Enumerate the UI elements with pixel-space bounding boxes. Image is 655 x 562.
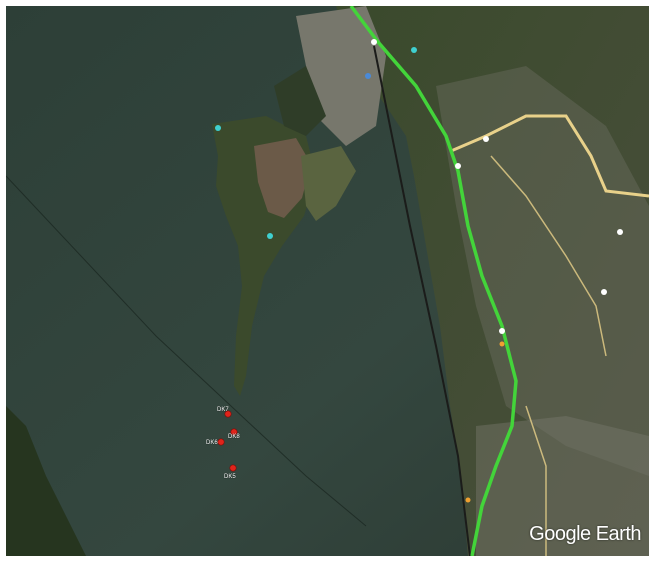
marsh-area [254, 138, 311, 218]
southwest-shore [6, 406, 86, 556]
poi-marker-icon [215, 125, 221, 131]
route-shield-icon [617, 229, 623, 235]
poi-marker-icon [267, 233, 273, 239]
marker-label: DK8 [228, 434, 240, 440]
route-shield-icon [483, 136, 489, 142]
highway-yellow-south [490, 155, 607, 357]
route-shield-icon [455, 163, 461, 169]
red-pin-icon[interactable] [230, 428, 238, 436]
satellite-imagery [6, 6, 649, 556]
google-earth-watermark: Google Earth [529, 523, 641, 545]
red-pin-icon[interactable] [229, 464, 237, 472]
east-bank-land [336, 6, 649, 556]
town-area-south [476, 416, 649, 556]
rail-line [373, 45, 471, 556]
marker-label: DK5 [224, 474, 236, 480]
road-south [525, 405, 547, 556]
route-shield-icon [601, 289, 607, 295]
poi-marker-icon [411, 47, 417, 53]
red-pin-icon[interactable] [217, 438, 225, 446]
sample-markers [217, 410, 238, 472]
route-green [349, 6, 518, 556]
route-shield-icon [371, 39, 377, 45]
route-shield-icon [499, 328, 505, 334]
north-headland [274, 66, 326, 136]
poi-marker-icon [499, 341, 505, 347]
marker-label: DK6 [206, 440, 218, 446]
red-pin-icon[interactable] [224, 410, 232, 418]
poi-marker-icon [365, 73, 371, 79]
channel-line [6, 175, 367, 527]
marsh-area-2 [301, 146, 356, 221]
poi-marker-icon [465, 497, 471, 503]
marker-label: DK7 [217, 407, 229, 413]
